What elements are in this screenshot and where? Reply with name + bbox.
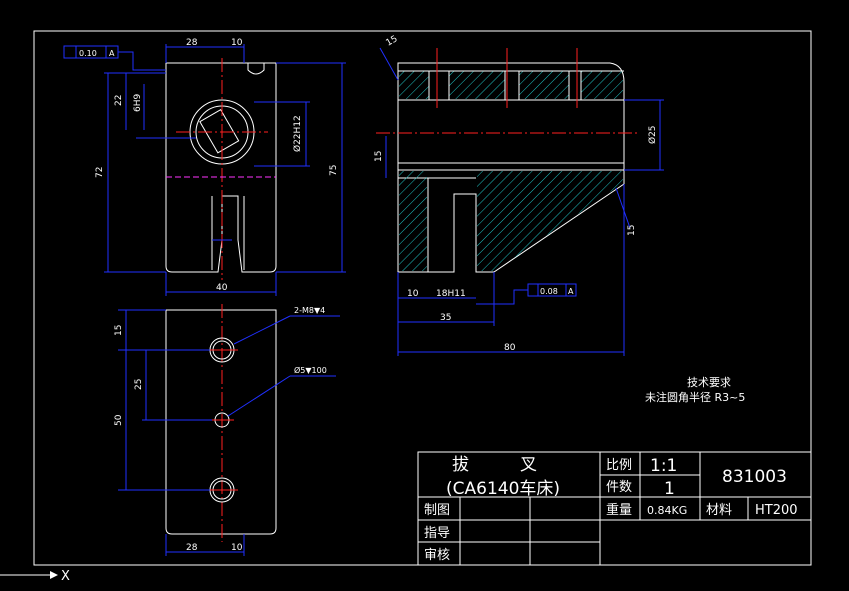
dim-75: 75 xyxy=(329,165,339,176)
side-hatch-2 xyxy=(449,71,505,99)
tb-material-value: HT200 xyxy=(755,503,798,518)
flatness-tol-value: 0.10 xyxy=(79,49,97,58)
side-angle-15: 15 xyxy=(385,34,400,48)
bottom-dim-25: 25 xyxy=(134,379,144,390)
dim-top-right: 10 xyxy=(231,38,243,48)
tb-count-value: 1 xyxy=(664,479,675,499)
side-view[interactable]: 15 15 Ø25 15 10 18H11 0.08 A 35 80 xyxy=(374,34,664,356)
ucs-x-label: X xyxy=(61,569,70,584)
side-tag-15: 15 xyxy=(627,225,637,236)
dim-6h9: 6H9 xyxy=(133,94,143,112)
dim-72: 72 xyxy=(95,167,105,178)
front-view-notch xyxy=(247,63,265,75)
tb-scale-value: 1:1 xyxy=(650,456,677,476)
side-dim-35: 35 xyxy=(440,313,451,323)
side-angle-leader xyxy=(379,47,399,81)
front-view-web xyxy=(211,196,245,270)
side-dim-80: 80 xyxy=(504,343,516,353)
bottom-thread-label: 2-M8▼4 xyxy=(294,306,325,315)
side-dim-10: 10 xyxy=(407,289,419,299)
tb-weight-label: 重量 xyxy=(606,502,632,518)
perp-tol-ref: A xyxy=(568,287,574,296)
bottom-hole-label: Ø5▼100 xyxy=(294,365,327,375)
tb-drawn-label: 制图 xyxy=(424,503,450,518)
dim-40: 40 xyxy=(216,283,228,293)
perp-leader xyxy=(476,289,528,305)
side-dim-15: 15 xyxy=(374,151,384,162)
tb-weight-value: 0.84KG xyxy=(647,504,687,517)
tb-part-machine: (CA6140车床) xyxy=(446,479,560,499)
bottom-dim-15: 15 xyxy=(114,325,124,336)
title-block[interactable]: 拔 叉 (CA6140车床) 比例 1:1 件数 1 831003 重量 0.8… xyxy=(417,451,812,566)
bottom-view[interactable]: 2-M8▼4 Ø5▼100 15 25 50 28 10 xyxy=(114,304,340,556)
tech-notes-heading: 技术要求 xyxy=(687,376,731,389)
title-block-frame xyxy=(417,451,812,566)
side-dim-18h11: 18H11 xyxy=(436,289,466,299)
tb-scale-label: 比例 xyxy=(606,458,632,473)
tb-count-label: 件数 xyxy=(606,480,632,495)
keyway xyxy=(199,108,240,154)
side-lower-hatch-right xyxy=(477,171,623,271)
tb-material-label: 材料 xyxy=(706,503,732,518)
side-hatch-3 xyxy=(519,71,569,99)
bottom-dim-10: 10 xyxy=(231,543,243,553)
tech-notes-line1: 未注圆角半径 R3~5 xyxy=(645,390,745,404)
dim-22: 22 xyxy=(114,95,124,106)
tb-part-name: 拔 叉 xyxy=(452,455,537,475)
bottom-dim-28: 28 xyxy=(186,543,198,553)
side-tag-leader xyxy=(615,187,631,229)
side-lower-hatch-left xyxy=(399,171,427,271)
bottom-dim-50: 50 xyxy=(114,414,124,426)
bottom-view-outline xyxy=(165,309,277,535)
dim-top-left: 28 xyxy=(186,38,198,48)
tb-review-label: 审核 xyxy=(424,548,450,563)
bottom-thread-leader xyxy=(233,315,291,345)
front-view-outline xyxy=(165,62,277,273)
dim-bore-22h12: Ø22H12 xyxy=(292,115,303,152)
tb-guide-label: 指导 xyxy=(424,526,450,541)
front-view[interactable]: 28 10 0.10 A 72 22 6H9 75 Ø22H12 40 xyxy=(63,38,346,296)
perp-tol-value: 0.08 xyxy=(540,287,558,296)
side-hatch-4 xyxy=(581,71,623,99)
bottom-hole-leader xyxy=(227,375,291,417)
tb-drawing-number: 831003 xyxy=(722,467,787,487)
ucs-arrow-icon xyxy=(50,571,58,579)
flatness-leader xyxy=(118,51,166,71)
flatness-tol-ref: A xyxy=(109,49,115,58)
side-hatch-1 xyxy=(399,71,429,99)
side-dim-25: Ø25 xyxy=(647,125,658,144)
